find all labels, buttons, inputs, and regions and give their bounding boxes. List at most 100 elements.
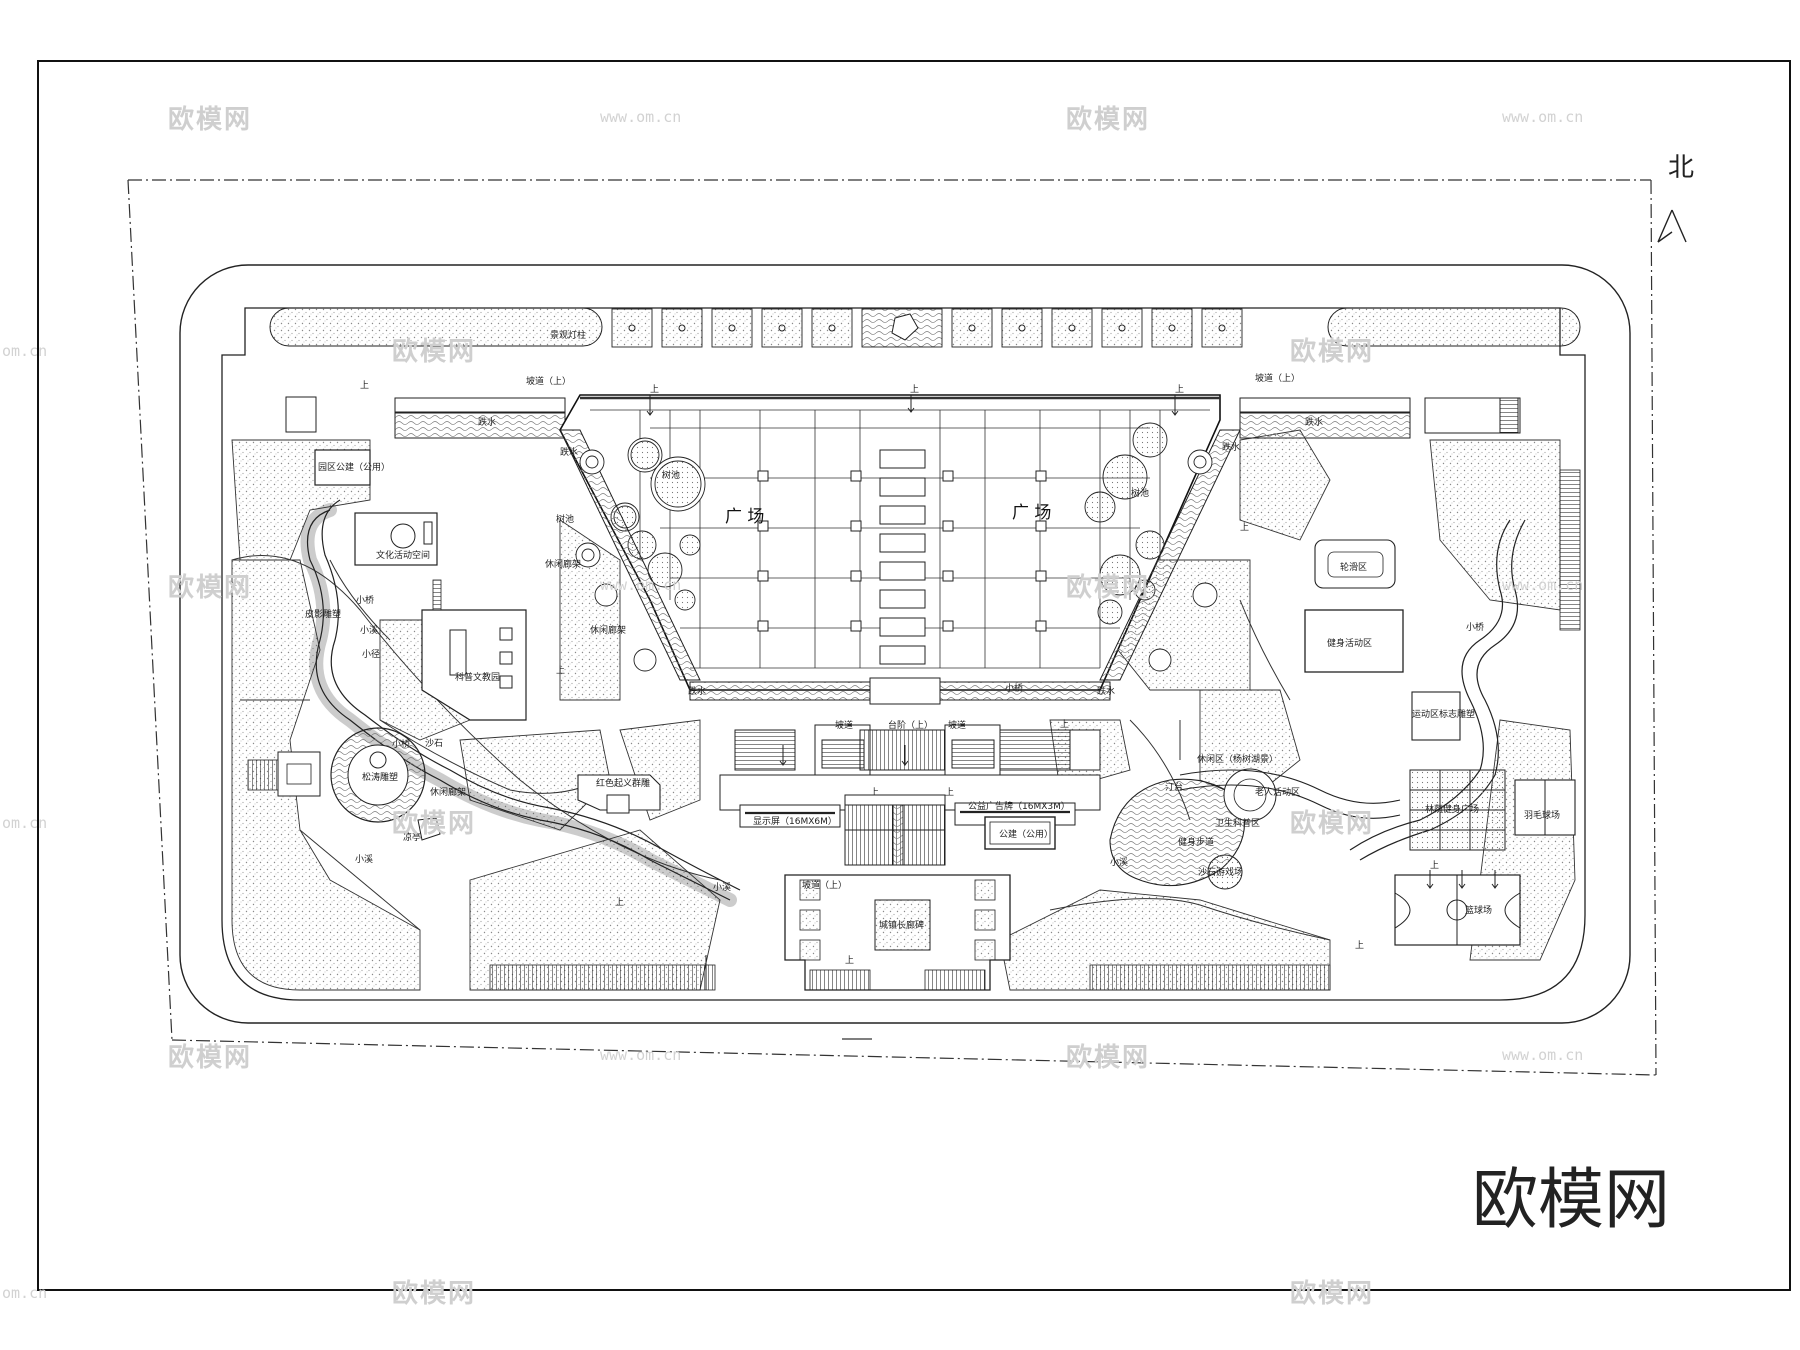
svg-text:www.om.cn: www.om.cn — [600, 1046, 681, 1064]
svg-text:欧模网: 欧模网 — [168, 104, 252, 135]
label-sand-play: 沙石游戏场 — [1198, 866, 1243, 878]
label-plaza-right: 广 场 — [1012, 503, 1051, 523]
label-rest-corridor-2: 休闲廊架 — [590, 624, 626, 636]
svg-text:欧模网: 欧模网 — [1066, 1042, 1150, 1073]
top-planter-right — [1327, 307, 1581, 347]
public-building-tl — [314, 449, 371, 486]
label-water-right2: 跌水 — [1222, 441, 1240, 453]
top-planter-left — [269, 307, 603, 347]
display-screen — [739, 804, 841, 828]
svg-text:上: 上 — [650, 384, 659, 395]
svg-text:www.om.cn: www.om.cn — [1502, 1046, 1583, 1064]
label-fitness-plaza: 林荫健身广场 — [1425, 803, 1479, 815]
plaza-posts — [757, 470, 1047, 632]
arrow-markers — [646, 395, 1499, 889]
svg-text:www.om.cn: www.om.cn — [600, 576, 681, 594]
label-water-bottom-right: 跌水 — [1097, 685, 1115, 697]
label-health-bench: 卫生科普区 — [1215, 817, 1260, 829]
outer-road — [179, 264, 1631, 1024]
svg-text:上: 上 — [945, 787, 954, 798]
svg-text:om.cn: om.cn — [2, 814, 47, 832]
right-edge-strip — [1559, 469, 1581, 631]
upper-water-channels — [285, 396, 1521, 439]
label-ramp-c: 坡道 — [835, 719, 853, 731]
label-public-ad: 公益广告牌（16MX3M） — [968, 800, 1070, 812]
svg-text:欧模网: 欧模网 — [1290, 336, 1374, 367]
label-long-corridor: 城镇长廊碑 — [879, 919, 924, 931]
up-markers: 上 上 上 上 上 上 上 上 上 上 上 上 上 — [360, 380, 1439, 966]
label-sci-park: 科普文教园 — [455, 671, 500, 683]
label-bridge3: 小桥 — [1466, 621, 1484, 633]
bottom-parking-left — [489, 964, 716, 991]
label-ramp-c2: 坡道 — [948, 719, 966, 731]
label-fitness-path: 健身步道 — [1178, 836, 1214, 848]
central-lower — [719, 724, 1101, 866]
label-elder-area: 老人活动区 — [1255, 786, 1300, 798]
label-steps-up: 台阶（上） — [888, 719, 933, 731]
label-water-left2: 跌水 — [560, 446, 578, 458]
label-fitness-zone: 健身活动区 — [1327, 637, 1372, 649]
label-stream: 小溪 — [360, 624, 378, 636]
label-slide-area: 轮滑区 — [1340, 561, 1367, 573]
label-badminton: 羽毛球场 — [1524, 809, 1560, 821]
label-tree-pool-right: 树池 — [1131, 487, 1149, 499]
label-stream3: 小溪 — [713, 881, 731, 893]
label-lamp-posts: 景观灯柱 — [550, 329, 586, 341]
watermarks: 欧模网 www.om.cn 欧模网 www.om.cn om.cn 欧模网 欧模… — [2, 104, 1583, 1309]
svg-text:上: 上 — [615, 897, 624, 908]
svg-text:上: 上 — [870, 787, 879, 798]
label-display-screen: 显示屏（16MX6M） — [753, 816, 837, 827]
svg-text:欧模网: 欧模网 — [1066, 572, 1150, 603]
label-basketball: 篮球场 — [1465, 904, 1492, 916]
right-path-network — [1049, 599, 1331, 941]
label-culture-space: 文化活动空间 — [376, 549, 430, 561]
svg-text:上: 上 — [1175, 384, 1184, 395]
svg-text:欧模网: 欧模网 — [1290, 808, 1374, 839]
svg-text:欧模网: 欧模网 — [1290, 1278, 1374, 1309]
sports-sign — [1411, 691, 1461, 741]
label-bridge1: 小桥 — [356, 594, 374, 606]
fitness-plaza — [1409, 769, 1506, 851]
label-small-path: 小径 — [362, 648, 380, 660]
svg-text:欧模网: 欧模网 — [392, 336, 476, 367]
label-water-right: 跌水 — [1305, 416, 1323, 428]
gazebo — [417, 817, 441, 841]
north-arrow: 北 — [1657, 153, 1694, 243]
svg-text:欧模网: 欧模网 — [392, 1278, 476, 1309]
label-tree-pool-left: 树池 — [662, 469, 680, 481]
brand-watermark: 欧模网 — [1472, 1161, 1670, 1238]
label-ramp-right: 坡道（上） — [1255, 372, 1300, 384]
label-ramp-left: 坡道（上） — [526, 375, 571, 387]
svg-text:上: 上 — [1060, 719, 1069, 730]
lamp-planters — [611, 308, 1243, 348]
label-ramp-c3: 坡道（上） — [802, 879, 847, 891]
red-culture-sculpture — [577, 774, 661, 811]
svg-text:www.om.cn: www.om.cn — [1502, 108, 1583, 126]
label-gazebo: 凉亭 — [403, 831, 421, 843]
label-plaza-left: 广 场 — [725, 507, 764, 527]
svg-text:欧模网: 欧模网 — [1066, 104, 1150, 135]
label-water-bottom-left: 跌水 — [688, 685, 706, 697]
right-pond — [1109, 778, 1246, 887]
drawing-frame — [37, 60, 1791, 1291]
svg-text:上: 上 — [910, 384, 919, 395]
svg-text:www.om.cn: www.om.cn — [600, 108, 681, 126]
svg-text:上: 上 — [360, 380, 369, 391]
label-public-building-c: 公建（公用） — [999, 828, 1053, 840]
label-platform: 汀台 — [1165, 781, 1183, 793]
svg-text:欧模网: 欧模网 — [168, 572, 252, 603]
label-rest-corridor-3: 休闲廊架 — [430, 786, 466, 798]
label-shadow-wall: 皮影雕塑 — [305, 608, 341, 620]
diagonal-corridors — [559, 429, 1241, 681]
svg-text:上: 上 — [845, 955, 854, 966]
label-water-left: 跌水 — [478, 416, 496, 428]
north-label: 北 — [1668, 153, 1694, 183]
label-sports-sign: 运动区标志雕塑 — [1412, 708, 1475, 720]
left-entry-steps — [247, 759, 279, 791]
label-pond-area: 休闲区（杨树湖景） — [1197, 753, 1278, 765]
label-bridge4: 小桥 — [1005, 682, 1023, 694]
fitness-zone — [1304, 609, 1404, 673]
label-tree-pool-left2: 树池 — [556, 513, 574, 525]
svg-text:上: 上 — [556, 665, 565, 676]
